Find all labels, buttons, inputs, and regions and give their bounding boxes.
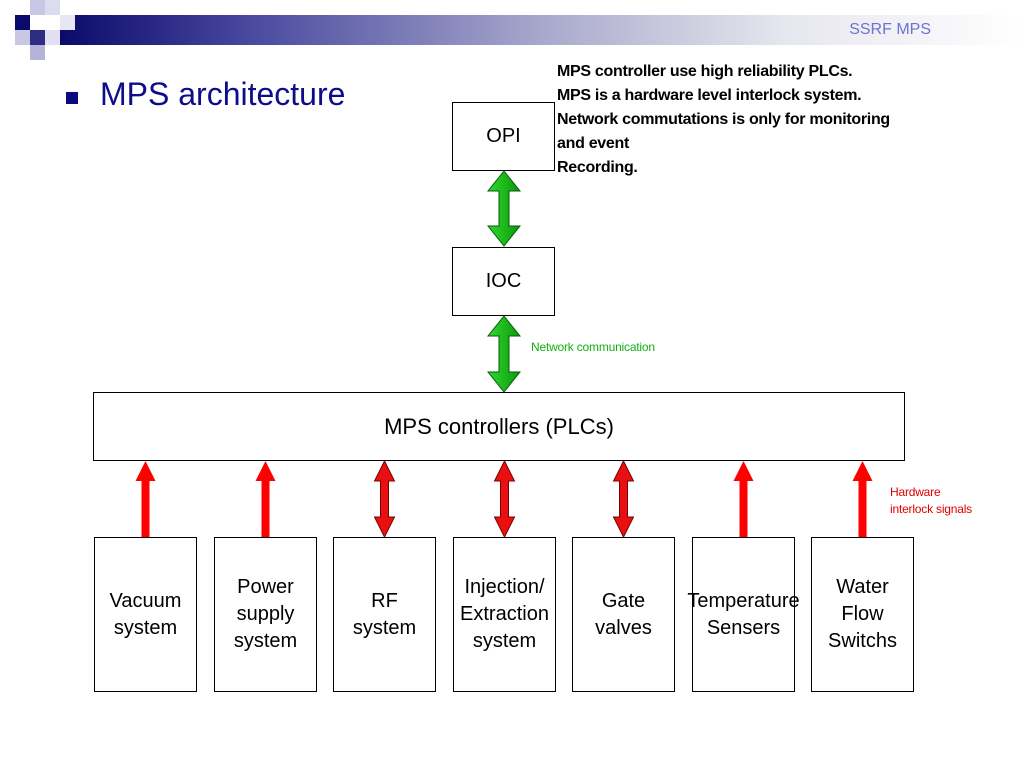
- interlock-arrow: [373, 459, 396, 539]
- subsystem-label-line: RF: [371, 589, 398, 612]
- note-line: Recording.: [557, 159, 638, 176]
- interlock-arrow: [733, 461, 754, 537]
- subsystem-label-line: Extraction: [460, 603, 549, 625]
- subsystem-label: Power supply system: [234, 574, 297, 655]
- header-band: [60, 15, 1024, 45]
- hardware-label-line: interlock signals: [890, 502, 972, 516]
- note-line: MPS is a hardware level interlock system…: [557, 87, 862, 104]
- subsystem-box: Injection/Extraction system: [453, 537, 556, 692]
- subsystem-label: RF system: [353, 588, 416, 642]
- subsystem-label-line: Sensers: [706, 616, 781, 639]
- subsystem-label: Injection/Extraction system: [460, 574, 549, 655]
- subsystem-label-line: Gate: [601, 589, 646, 612]
- hardware-interlock-label: Hardware interlock signals: [890, 484, 972, 518]
- subsystem-box: Vacuum system: [94, 537, 197, 692]
- subsystem-label-line: supply: [236, 603, 295, 625]
- interlock-arrow: [612, 459, 635, 539]
- subsystem-label-line: Switchs: [828, 630, 897, 652]
- opi-label: OPI: [486, 125, 521, 147]
- subsystem-box: Power supply system: [214, 537, 317, 692]
- interlock-arrow: [852, 461, 873, 537]
- header-text: SSRF MPS: [849, 21, 931, 38]
- note-line: MPS controller use high reliability PLCs…: [557, 63, 853, 80]
- ioc-plc-arrow: [486, 315, 522, 393]
- opi-ioc-arrow: [486, 170, 522, 247]
- ioc-label: IOC: [485, 270, 522, 292]
- subsystem-box: RF system: [333, 537, 436, 692]
- subsystem-box: Gate valves: [572, 537, 675, 692]
- subsystem-label-line: valves: [595, 616, 652, 639]
- note-line: Network commutations is only for monitor…: [557, 111, 890, 128]
- plc-label: MPS controllers (PLCs): [384, 413, 614, 439]
- subsystem-label-line: system: [233, 630, 298, 652]
- slide-title: MPS architecture: [100, 76, 346, 112]
- note-line: and event: [557, 135, 629, 152]
- subsystem-label-line: Injection/: [464, 576, 545, 598]
- ioc-box: IOC: [452, 247, 555, 316]
- notes: MPS controller use high reliability PLCs…: [557, 60, 977, 180]
- interlock-arrow: [135, 461, 156, 537]
- plc-box: MPS controllers (PLCs): [93, 392, 905, 461]
- subsystem-label-line: Water: [836, 576, 889, 598]
- subsystem-label-line: Power: [237, 576, 294, 598]
- logo-squares: [0, 0, 80, 60]
- title-bullet: [66, 92, 78, 104]
- subsystem-label-line: Vacuum: [109, 589, 182, 612]
- subsystem-label-line: system: [472, 630, 537, 652]
- interlock-arrow: [255, 461, 276, 537]
- subsystem-label-line: system: [352, 616, 417, 639]
- opi-box: OPI: [452, 102, 555, 171]
- hardware-label-line: Hardware: [890, 485, 941, 499]
- interlock-arrow: [493, 459, 516, 539]
- subsystem-label-line: Temperature: [687, 589, 800, 612]
- subsystem-label-line: Flow: [841, 603, 884, 625]
- subsystem-label-line: system: [113, 616, 178, 639]
- subsystem-label: Gate valves: [595, 588, 652, 642]
- network-communication-label: Network communication: [531, 340, 655, 354]
- hardware-arrows: [135, 459, 873, 539]
- subsystem-label: Vacuum system: [110, 588, 182, 642]
